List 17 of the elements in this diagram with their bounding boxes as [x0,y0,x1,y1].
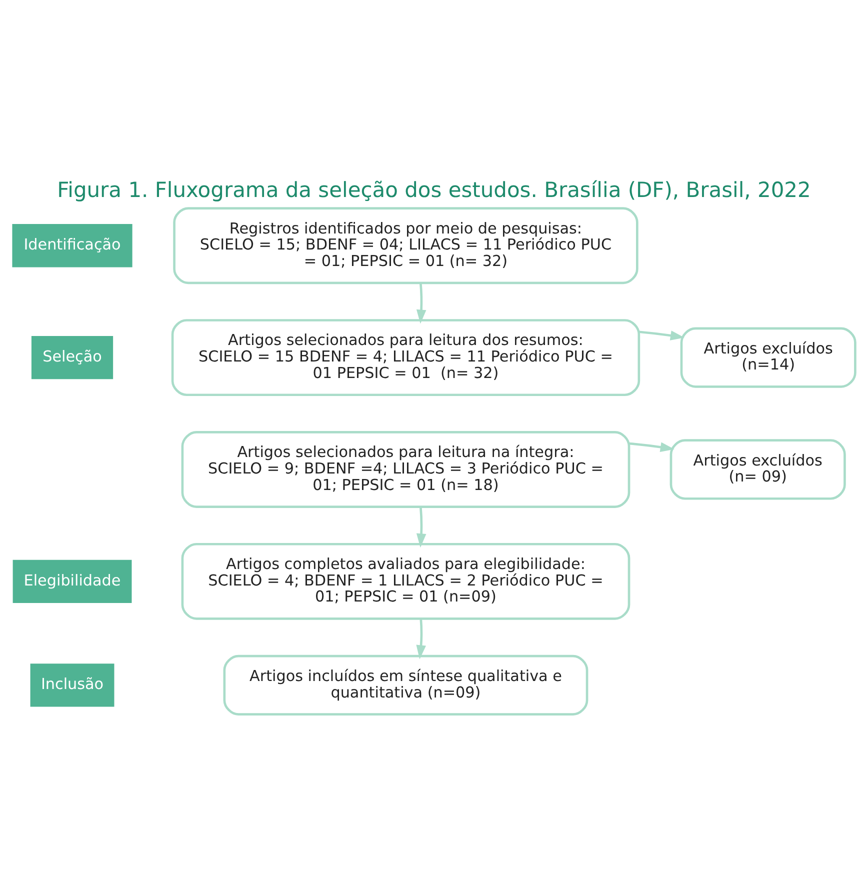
arrow [416,619,426,660]
node-box: Elegibilidade [12,560,132,603]
node-box: Artigos excluídos (n= 09) [670,439,846,500]
node-box: Identificação [12,224,132,268]
arrow [416,282,426,324]
node-box: Artigos excluídos (n=14) [680,327,856,388]
node-box: Artigos incluídos em síntese qualitativa e quantitativa (n=09) [223,654,588,716]
node-box: Registros identificados por meio de pesquisas: SCIELO = 15; BDENF = 04; LILACS = 11 Periódico PUC = 01; PEPSIC = 01 (n= 32) [173,207,638,284]
node-box: Inclusão [30,664,114,707]
node-box: Artigos completos avaliados para elegibilidade: SCIELO = 4; BDENF = 1 LILACS = 2 Periódico PUC = 01; PEPSIC = 01 (n=09) [181,542,630,620]
arrow [629,442,674,452]
diagram-title: Figura 1. Fluxograma da seleção dos estudos. Brasília (DF), Brasil, 2022 [57,178,811,202]
node-box: Artigos selecionados para leitura dos resumos: SCIELO = 15 BDENF = 4; LILACS = 11 Periódico PUC = 01 PEPSIC = 01 (n= 32) [171,319,640,396]
node-box: Artigos selecionados para leitura na íntegra: SCIELO = 9; BDENF =4; LILACS = 3 Periódico PUC = 01; PEPSIC = 01 (n= 18) [181,431,630,508]
arrow [416,506,426,548]
node-box: Seleção [31,336,114,380]
arrow [638,330,684,340]
